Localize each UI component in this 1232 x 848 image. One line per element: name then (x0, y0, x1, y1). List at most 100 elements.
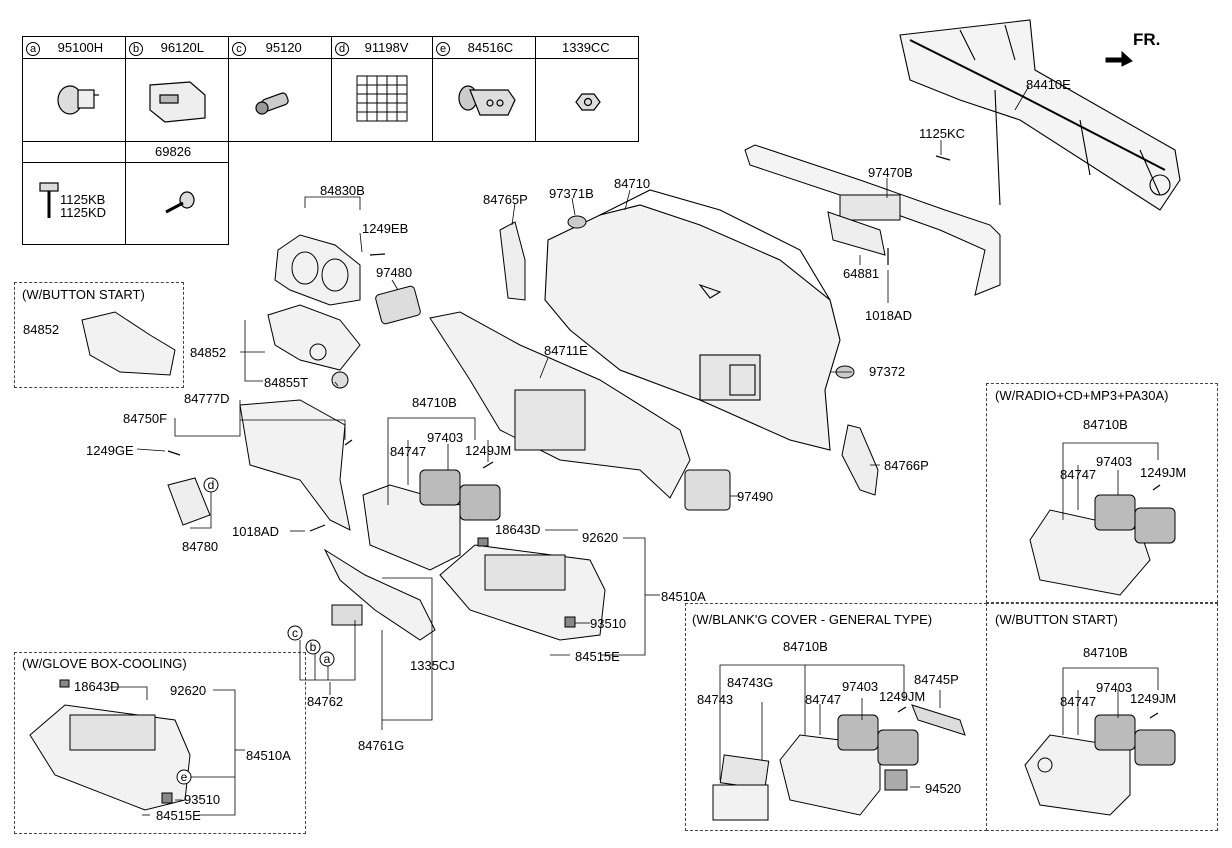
label-84410e: 84410E (1026, 77, 1071, 92)
option-title-radio: (W/RADIO+CD+MP3+PA30A) (995, 388, 1169, 403)
option-box-button-start-right (986, 603, 1218, 831)
label-97470b: 97470B (868, 165, 913, 180)
label-1249ge: 1249GE (86, 443, 134, 458)
part-97490-vent (684, 469, 731, 511)
forward-arrow-icon (1105, 50, 1133, 67)
label-1249jm-button-start: 1249JM (1130, 691, 1177, 706)
table-cell-e (432, 36, 536, 142)
label-84515e-cooling: 84515E (156, 808, 201, 823)
label-84747-button-start: 84747 (1060, 694, 1097, 709)
part-84710b-center-garnish (362, 469, 501, 571)
label-84777d: 84777D (184, 391, 230, 406)
label-84780: 84780 (182, 539, 219, 554)
label-84761g: 84761G (358, 738, 405, 753)
label-84710b-blanking: 84710B (783, 639, 828, 654)
table-header-g: 69826 (155, 144, 192, 159)
label-84762: 84762 (307, 694, 344, 709)
part-icon-95100h (57, 85, 99, 115)
option-box-button-start-left (14, 282, 184, 388)
label-84510a: 84510A (661, 589, 706, 604)
option-box-radio (986, 383, 1218, 603)
label-97403: 97403 (427, 430, 464, 445)
part-97480-vent (375, 285, 421, 325)
table-screw-labels: 1125KB 1125KD (60, 192, 107, 220)
label-18643d: 18643D (495, 522, 541, 537)
label-84710: 84710 (614, 176, 651, 191)
label-93510-cooling: 93510 (184, 792, 221, 807)
label-1249jm: 1249JM (465, 443, 512, 458)
part-84510a-glove-box-cooling (29, 704, 191, 811)
table-header-c: c 95120 (232, 40, 302, 56)
label-84510a-cooling: 84510A (246, 748, 291, 763)
label-18643d-cooling: 18643D (74, 679, 120, 694)
label-97372: 97372 (869, 364, 906, 379)
label-84855t: 84855T (264, 375, 309, 390)
part-icon-69826-screw (165, 191, 195, 214)
part-84852-shroud-alt (81, 311, 176, 376)
part-18643d-lamp-cooling (59, 679, 70, 688)
callout-d: d (208, 478, 215, 492)
option-title-button-start-right: (W/BUTTON START) (995, 612, 1118, 627)
callout-c: c (292, 626, 298, 640)
table-cell-h (125, 141, 229, 245)
label-84710b-radio: 84710B (1083, 417, 1128, 432)
part-icon-84516c (458, 85, 516, 116)
part-97470b-duct (744, 144, 1001, 296)
label-84852: 84852 (190, 345, 227, 360)
table-header-e: e 84516C (436, 40, 513, 56)
label-84830b: 84830B (320, 183, 365, 198)
part-84710b-garnish-radio (1029, 494, 1176, 596)
label-84515e: 84515E (575, 649, 620, 664)
part-84750f-lower-panel (239, 399, 351, 531)
part-93510-switch-cooling (161, 792, 173, 804)
option-title-button-start-left: (W/BUTTON START) (22, 287, 145, 302)
part-84765p-side-cover (499, 221, 526, 301)
label-97403-button-start: 97403 (1096, 680, 1133, 695)
part-icon-1339cc (575, 93, 601, 111)
label-84747: 84747 (390, 444, 427, 459)
part-84710-crash-pad (544, 189, 841, 451)
label-97371b: 97371B (549, 186, 594, 201)
callout-a: a (324, 652, 331, 666)
part-84710b-garnish-button-start (1024, 714, 1176, 816)
label-84710b-button-start: 84710B (1083, 645, 1128, 660)
label-84747-radio: 84747 (1060, 467, 1097, 482)
label-92620: 92620 (582, 530, 619, 545)
part-84510a-glove-box (439, 544, 606, 641)
label-84710b: 84710B (412, 395, 457, 410)
label-1249jm-radio: 1249JM (1140, 465, 1187, 480)
label-1018ad: 1018AD (232, 524, 279, 539)
table-header-b: b 96120L (129, 40, 204, 56)
label-93510: 93510 (590, 616, 627, 631)
part-84762-switch-panel (331, 604, 363, 626)
label-1125kc: 1125KC (919, 126, 966, 141)
part-84852-shroud (267, 304, 361, 371)
label-84711e: 84711E (544, 343, 588, 358)
part-97371b-sensor (567, 215, 587, 229)
part-84766p-side-cover (841, 424, 879, 496)
table-cell-f (535, 36, 639, 142)
orientation-label: FR. (1133, 30, 1161, 49)
callout-b: b (310, 640, 317, 654)
label-97403-radio: 97403 (1096, 454, 1133, 469)
part-93510-switch (564, 616, 576, 628)
part-icon-91198v (356, 75, 408, 122)
label-84747-blanking: 84747 (805, 692, 842, 707)
label-94520: 94520 (925, 781, 962, 796)
part-84780-cover (167, 477, 211, 526)
label-97490: 97490 (737, 489, 774, 504)
table-header-f: 1339CC (562, 40, 610, 55)
label-84852-left: 84852 (23, 322, 60, 337)
part-icon-1125kb-screw (39, 182, 59, 218)
part-icon-95120 (255, 92, 289, 115)
label-92620-cooling: 92620 (170, 683, 207, 698)
table-header-a: a 95100H (26, 40, 103, 56)
option-title-glove-box-cooling: (W/GLOVE BOX-COOLING) (22, 656, 187, 671)
label-84765p: 84765P (483, 192, 528, 207)
callout-circles: c b a d e (176, 477, 335, 785)
label-97403-blanking: 97403 (842, 679, 879, 694)
part-18643d-lamp (477, 537, 489, 547)
label-1249jm-blanking: 1249JM (879, 689, 926, 704)
label-1335cj: 1335CJ (410, 658, 455, 673)
label-84743g: 84743G (727, 675, 774, 690)
